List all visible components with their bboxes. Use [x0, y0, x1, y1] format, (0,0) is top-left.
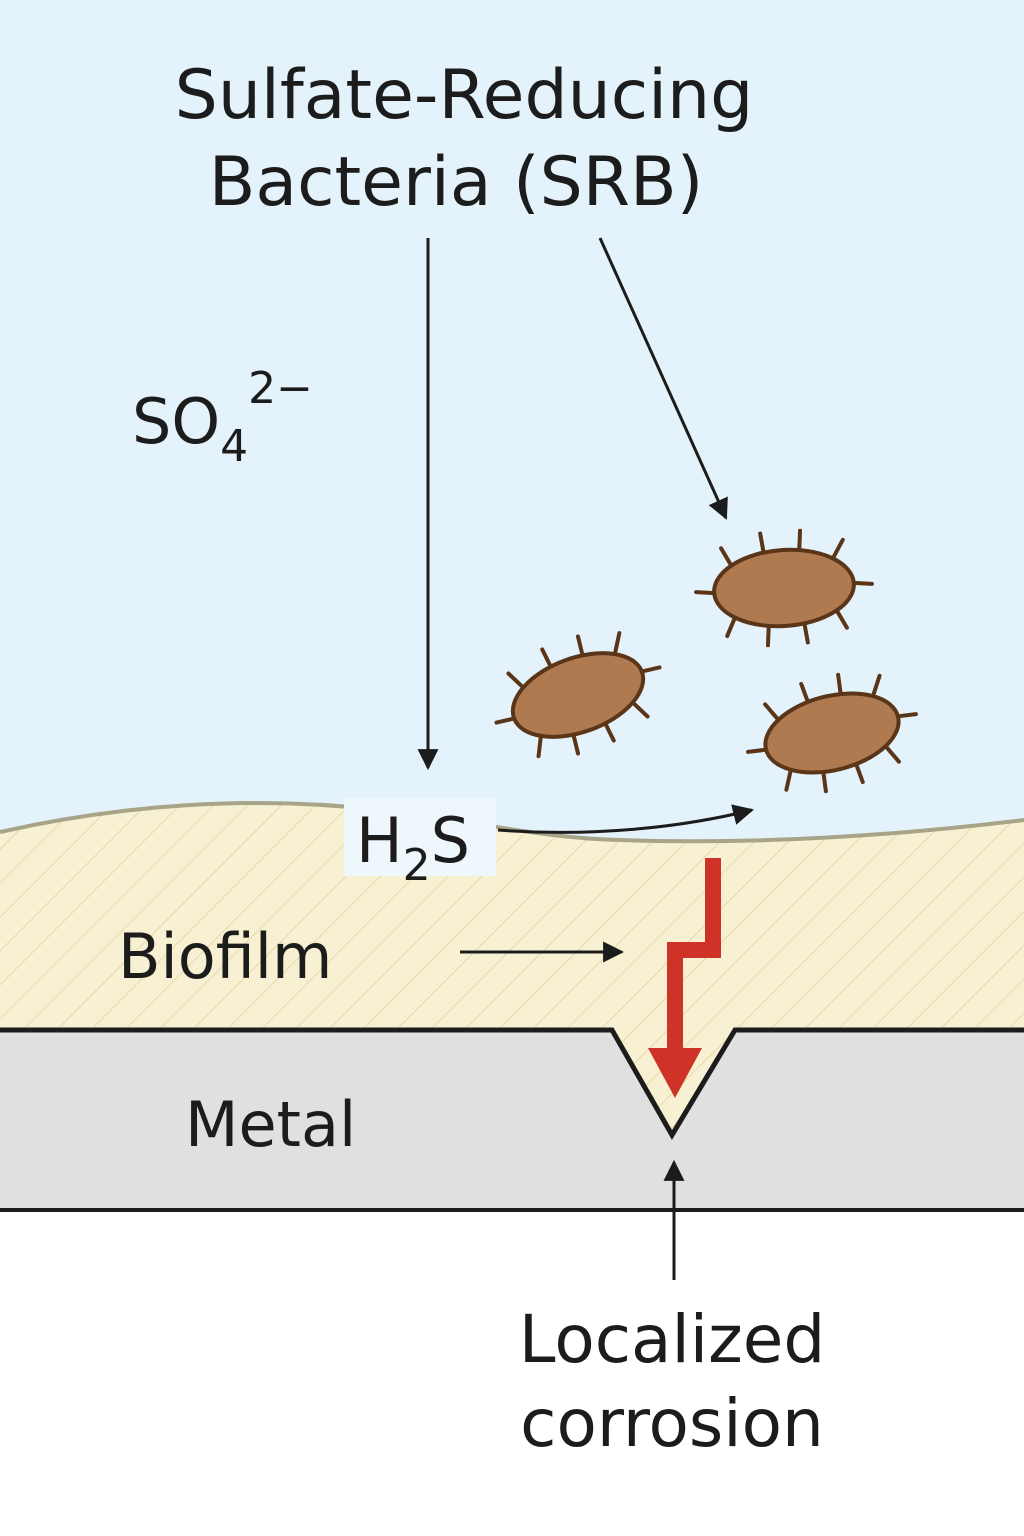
h2s-label: H2S — [356, 804, 470, 891]
sulfate-base: SO — [132, 385, 220, 458]
arrow-h2s-to-right — [497, 804, 755, 834]
h2s-tail: S — [431, 804, 470, 877]
sulfate-superscript: 2− — [248, 363, 313, 414]
bacterium-icon — [494, 631, 662, 759]
corrosion-label-line-2: corrosion — [520, 1385, 824, 1462]
metal-block — [0, 1030, 1024, 1210]
sulfate-label: SO42− — [132, 363, 313, 472]
h2s-base: H — [356, 804, 403, 877]
title-line-2: Bacteria (SRB) — [209, 143, 703, 222]
bacterium-icon — [694, 528, 874, 648]
h2s-subscript: 2 — [403, 840, 431, 891]
corrosion-label-line-1: Localized — [519, 1301, 826, 1378]
corrosion-lightning-arrow-icon — [648, 858, 721, 1098]
sulfate-subscript: 4 — [220, 421, 248, 472]
arrow-title-to-bacteria — [598, 237, 728, 520]
biofilm-label: Biofilm — [118, 920, 332, 993]
bacterium-icon — [746, 672, 918, 794]
biofilm-layer — [0, 803, 1024, 1135]
metal-label: Metal — [185, 1088, 356, 1161]
title-line-1: Sulfate-Reducing — [175, 56, 754, 135]
h2s-label-background — [344, 798, 496, 876]
corrosion-pit-icon — [0, 1027, 1024, 1140]
